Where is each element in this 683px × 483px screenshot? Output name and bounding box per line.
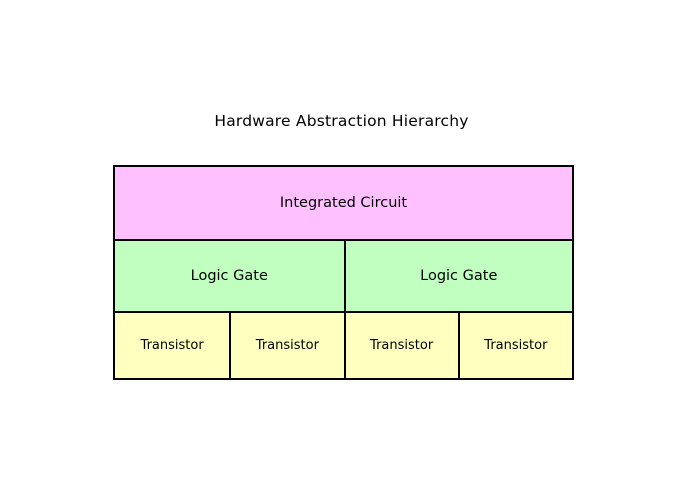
block-logic-gate-1[interactable]: Logic Gate	[115, 241, 344, 311]
block-transistor-2[interactable]: Transistor	[229, 313, 344, 378]
hierarchy-row-transistor: Transistor Transistor Transistor Transis…	[115, 311, 572, 378]
block-transistor-4[interactable]: Transistor	[457, 313, 572, 378]
block-transistor-3[interactable]: Transistor	[343, 313, 458, 378]
page-title: Hardware Abstraction Hierarchy	[214, 112, 469, 130]
hierarchy-row-logic-gate: Logic Gate Logic Gate	[115, 239, 572, 311]
hierarchy-row-integrated-circuit: Integrated Circuit	[115, 167, 572, 239]
block-logic-gate-2[interactable]: Logic Gate	[343, 241, 572, 311]
hierarchy-diagram: Integrated Circuit Logic Gate Logic Gate…	[113, 165, 574, 380]
block-integrated-circuit[interactable]: Integrated Circuit	[115, 167, 572, 239]
block-transistor-1[interactable]: Transistor	[115, 313, 230, 378]
